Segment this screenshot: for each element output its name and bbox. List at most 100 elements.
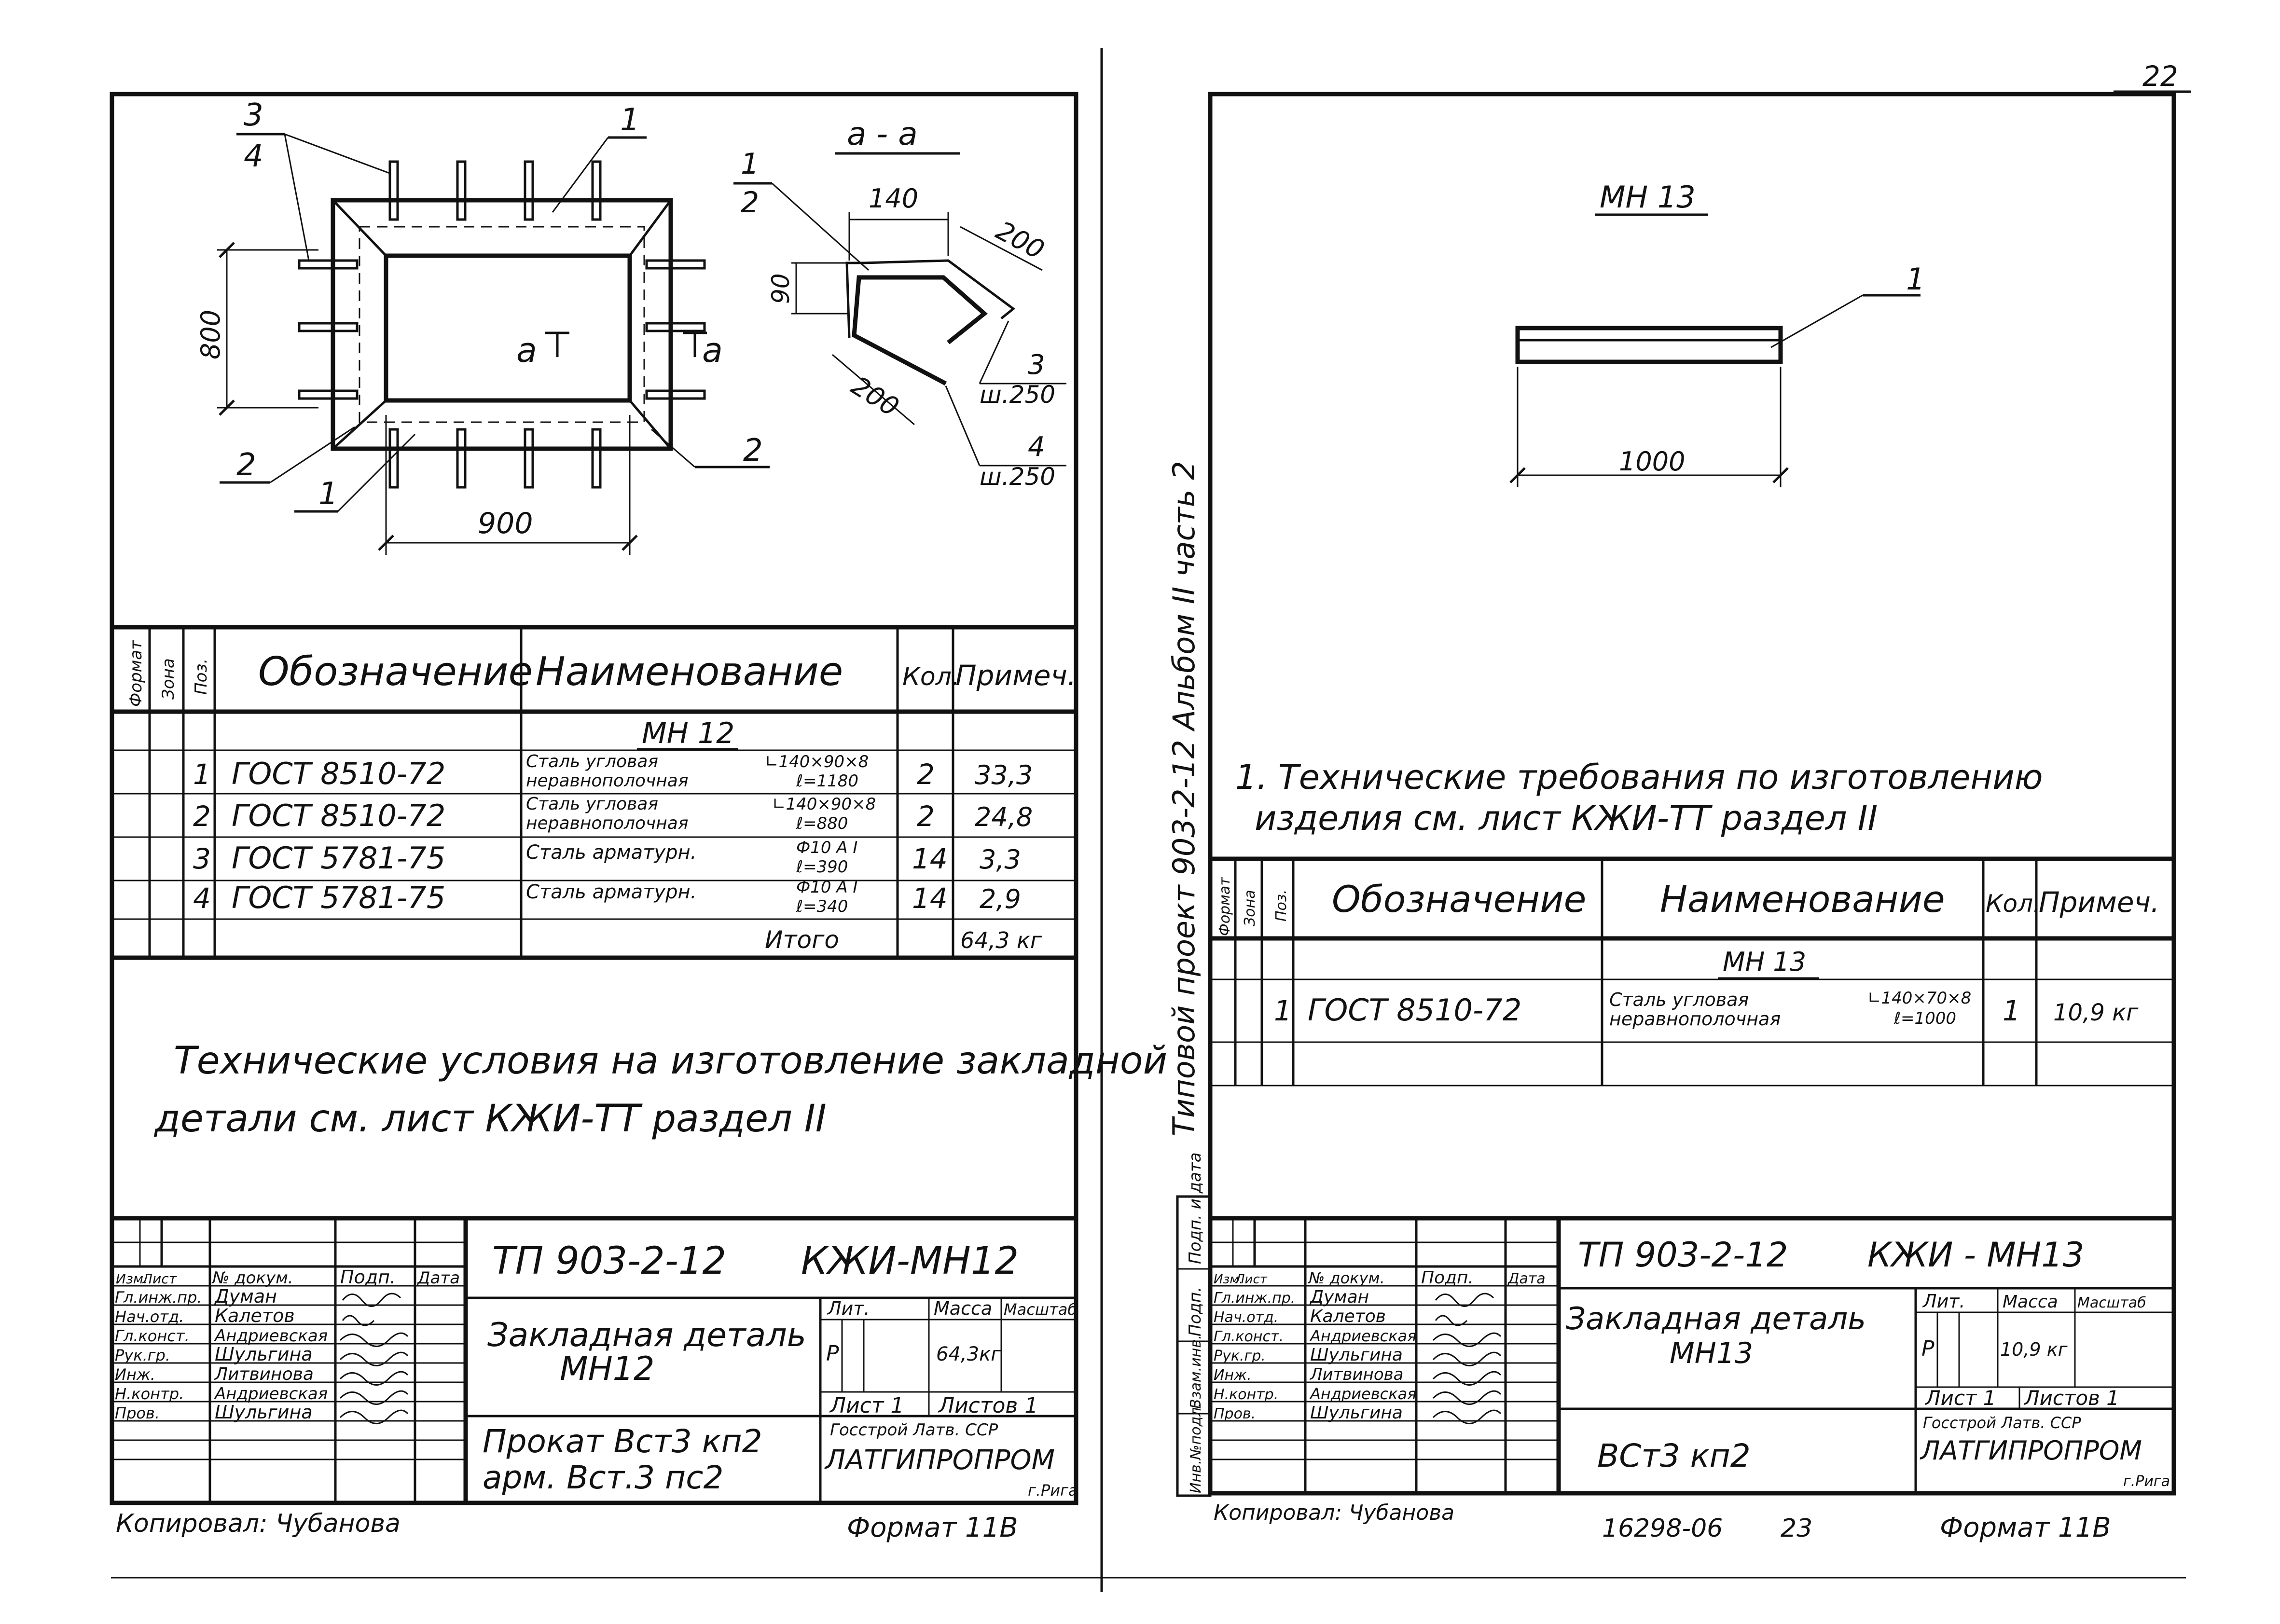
mn13-dim-1000: 1000 [1619,446,1685,477]
drawing-text: ℓ=880 [796,814,848,833]
drawing-text: Пров. [115,1404,160,1422]
drawing-text: Рук.гр. [115,1346,170,1364]
signature-marks [1432,1293,1502,1424]
leader-4: 4 [244,138,263,174]
section-view: а - а 140 200 90 200 1 2 3 ш.250 [733,115,1066,491]
drawing-text: Сталь арматурн. [526,841,696,864]
drawing-text: Подп. [340,1266,396,1288]
right-note-line-2: изделия см. лист КЖИ-ТТ раздел II [1255,798,1878,838]
table-row: 2 ГОСТ 8510-72 Сталь угловая неравнополо… [193,794,1033,833]
drawing-text: ГОСТ 8510-72 [1308,992,1521,1028]
drawing-text: 14 [912,842,948,875]
drawing-text: Сталь угловая [526,794,658,814]
angle-profile [852,275,988,385]
drawing-text: Подп. [1421,1268,1474,1288]
section-dim-140: 140 [869,183,918,214]
left-th-name: Наименование [536,649,843,695]
side-project-text: Типовой проект 903-2-12 Альбом II часть … [1166,461,1202,1136]
mn13-view-title: МН 13 [1600,179,1696,215]
anchor-bars-left [298,259,359,400]
right-item-name-2: МН13 [1670,1336,1753,1370]
drawing-text: Р [1921,1336,1935,1361]
drawing-text: Зона [1242,890,1258,926]
plan-dim-900: 900 [478,507,533,540]
drawing-text: г.Рига [2123,1473,2170,1490]
drawing-text: 10,9 кг [2053,999,2139,1026]
drawing-text: 4 [193,882,211,915]
drawing-text: Андриевская [214,1384,328,1404]
drawing-text: Андриевская [1309,1327,1416,1345]
drawing-text: Гл.конст. [1214,1328,1284,1345]
left-note-line-1: Технические условия на изготовление закл… [174,1039,1167,1083]
drawing-text: ЛАТГИПРОПРОМ [824,1445,1055,1476]
drawing-text: г.Рига [1028,1481,1078,1500]
drawing-text: а [516,330,537,370]
mn13-view: МН 13 1 1000 [1509,179,1925,487]
drawing-text: 24,8 [975,802,1033,832]
anchor-bars-top [388,160,602,221]
leader-3: 3 [244,97,263,133]
right-th-note: Примеч. [2039,886,2159,919]
drawing-text: Изм. [1214,1272,1243,1287]
drawing-text: 2 [193,800,211,833]
table-row: 3 ГОСТ 5781-75 Сталь арматурн. Ф10 А I ℓ… [193,838,1021,877]
drawing-text: Думан [1309,1287,1369,1307]
right-note-line-1: 1. Технические требования по изготовлени… [1235,757,2043,797]
drawing-text: Поз. [1273,890,1290,922]
drawing-text: Думан [214,1286,277,1307]
drawing-text: Н.контр. [1214,1386,1278,1403]
right-material: ВСт3 кп2 [1597,1437,1751,1474]
section-leader-4: 4 [1028,431,1045,463]
drawing-text: Литвинова [214,1364,314,1384]
drawing-text: Инж. [115,1365,155,1384]
drawing-text: Инж. [1214,1367,1252,1384]
drawing-text: Сталь угловая [526,752,658,771]
archive-number: 16298-06 [1602,1514,1723,1543]
drawing-text: ГОСТ 5781-75 [232,880,445,915]
plan-leaders: 3 4 1 2 2 1 [220,97,770,513]
drawing-text: Лит. [1922,1291,1965,1312]
drawing-text: Подп. и дата [1186,1152,1205,1264]
leader-2-left: 2 [236,447,256,483]
drawing-text: Шульгина [215,1344,313,1365]
drawing-text: Шульгина [1310,1403,1403,1423]
drawing-text: 2 [917,758,935,791]
left-sheet: 800 900 а а [110,92,1167,1543]
section-leader-4-spacing: ш.250 [980,463,1055,491]
section-mark-right: а [683,330,723,370]
drawing-text: Лист [142,1271,177,1287]
drawing-text: Гоcстрой Латв. ССР [830,1420,998,1440]
drawing-text: 3,3 [980,844,1021,875]
drawing-text: Лист 1 [829,1393,904,1418]
drawing-text: Р [826,1341,839,1366]
drawing-text: Калетов [1310,1307,1386,1326]
left-th-format: Формат [126,640,146,707]
drawing-text: Инв.№подл. [1188,1403,1204,1493]
drawing-text: Андриевская [1309,1385,1416,1403]
drawing-text: 2 [917,800,935,833]
plan-view: 800 900 а а [195,97,770,555]
table-row: 4 ГОСТ 5781-75 Сталь арматурн. Ф10 А I ℓ… [193,878,1021,916]
left-doc-mark: КЖИ-МН12 [801,1239,1019,1283]
drawing-text: Шульгина [1310,1345,1403,1365]
left-total-value: 64,3 кг [960,927,1042,953]
left-material-2: арм. Вст.3 пс2 [483,1459,723,1496]
leader-1-top: 1 [620,102,640,138]
drawing-text: неравнополочная [526,813,689,833]
drawing-text: Масштаб [2077,1294,2146,1311]
leader-2-right: 2 [743,433,763,468]
anchor-bars-right [645,259,706,400]
right-group-label: МН 13 [1723,947,1806,977]
drawing-text: 64,3кг [936,1343,1001,1365]
left-th-pos: Поз. [192,659,211,695]
drawing-text: 3 [193,842,211,875]
left-item-name-1: Закладная деталь [487,1316,806,1354]
drawing-text: ГОСТ 5781-75 [232,840,445,876]
right-title-block: Изм. Лист № докум. Подп. Дата Гл.инж.пр.… [1210,1216,2174,1493]
drawing-text: 1 [1274,994,1292,1027]
drawing-text: Шульгина [215,1402,313,1423]
drawing-text: Сталь угловая [1609,989,1749,1010]
left-th-qty: Кол. [902,662,960,691]
drawing-text: Н.контр. [115,1385,184,1403]
section-leader-1: 1 [741,147,759,181]
